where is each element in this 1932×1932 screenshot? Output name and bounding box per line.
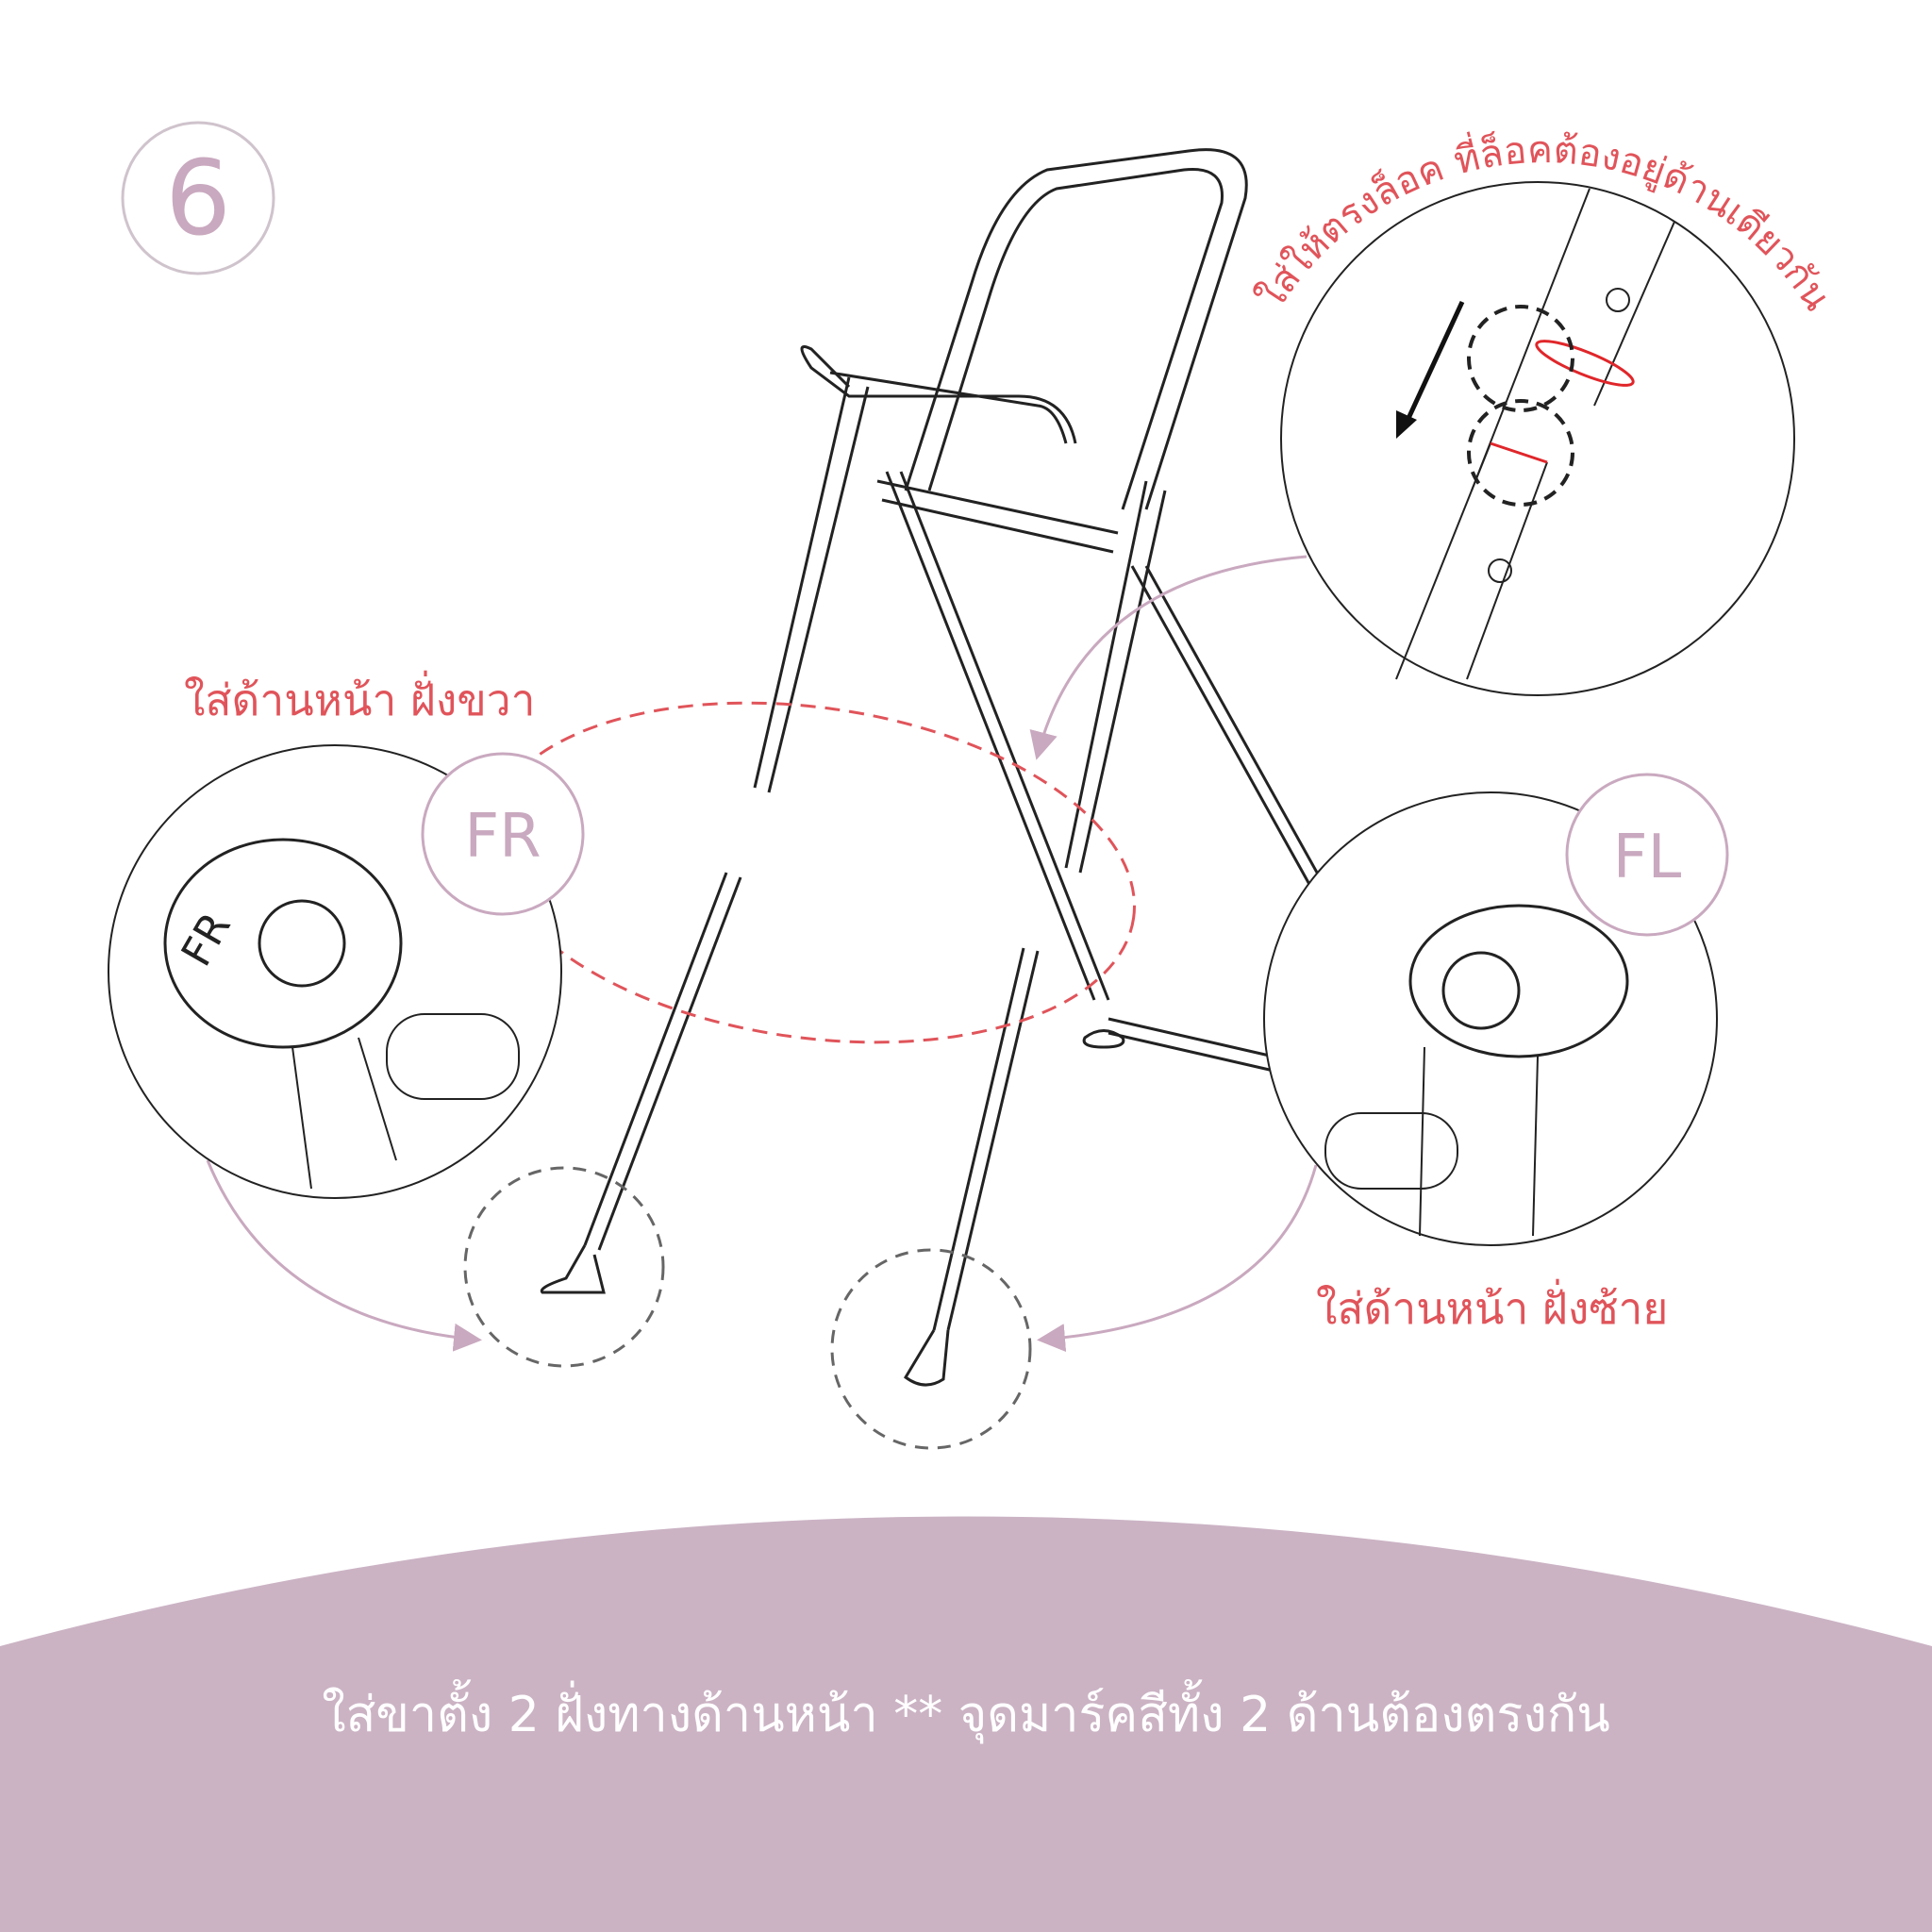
step-number-badge: 6	[121, 121, 275, 275]
step-number: 6	[165, 138, 231, 258]
front-left-label: ใส่ด้านหน้า ฝั่งซ้าย	[1316, 1278, 1668, 1334]
footer-band	[0, 1516, 1932, 1932]
arrow-fl-to-foot	[1037, 1164, 1318, 1352]
bath-stand-frame	[540, 148, 1332, 1387]
fl-badge: FL	[1613, 823, 1682, 892]
foot-detail-circle-right	[463, 1166, 665, 1368]
footer-instruction: ใส่ขาตั้ง 2 ฝั่งทางด้านหน้า ** จุดมาร์คส…	[322, 1679, 1610, 1744]
arrow-detail-to-stand	[1029, 555, 1307, 760]
fr-badge: FR	[464, 802, 541, 872]
fl-badge-circle	[1565, 773, 1729, 937]
arrow-fr-to-foot	[206, 1159, 482, 1352]
fr-badge-circle	[421, 752, 585, 916]
foot-detail-circle-left	[830, 1248, 1032, 1450]
lock-detail	[1280, 181, 1795, 696]
insert-direction-arrow	[1403, 300, 1465, 426]
front-right-label: ใส่ด้านหน้า ฝั่งขวา	[184, 670, 535, 725]
